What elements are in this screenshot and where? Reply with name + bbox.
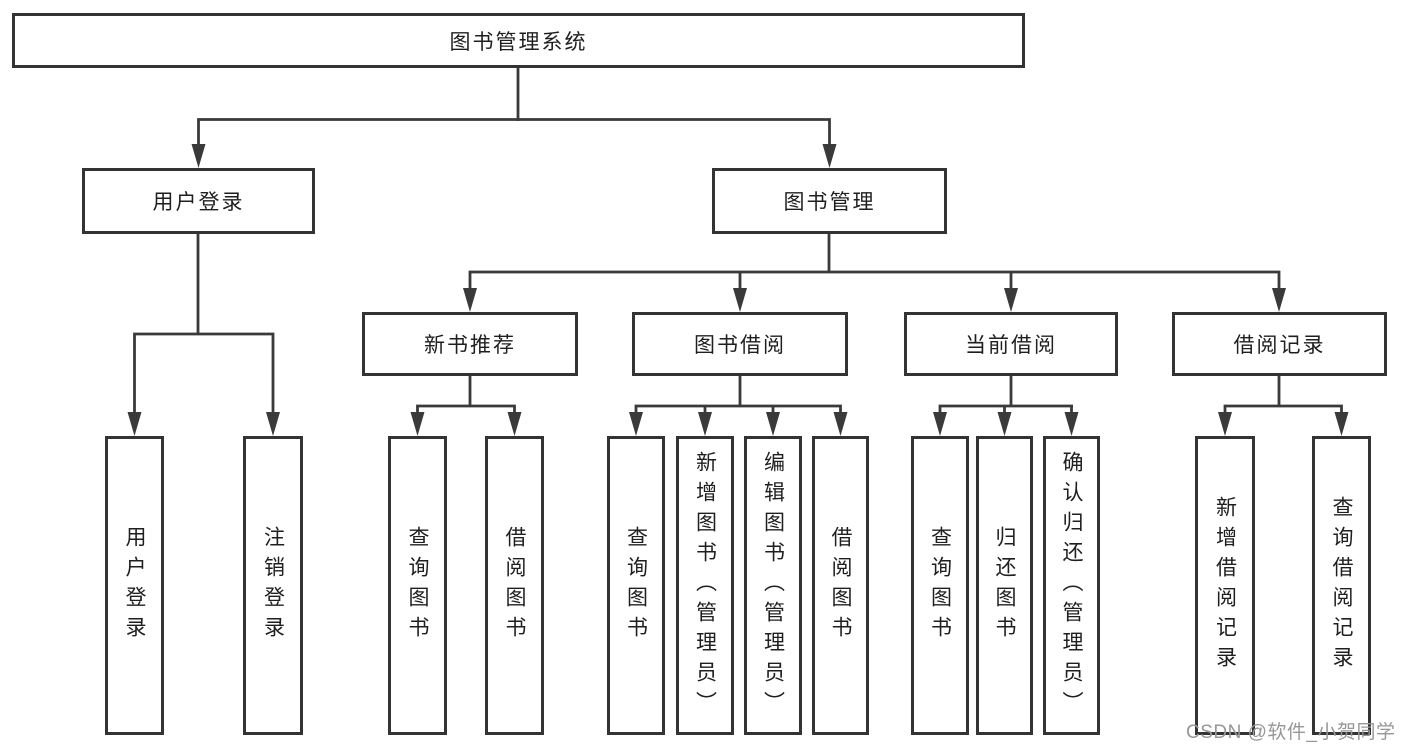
arrowhead [1218,412,1232,436]
node-leaf-user-login: 用户登录 [105,436,164,735]
node-label: 编辑图书（管理员） [761,450,785,721]
arrowhead [1004,288,1018,312]
arrowhead [766,412,780,436]
arrowhead [410,412,425,436]
arrowhead [833,412,848,436]
node-label: 新增借阅记录 [1213,495,1237,676]
connector-borrow-records-children [1218,375,1349,436]
node-leaf-borrow-books: 借阅图书 [812,436,869,735]
node-new-book-recommend: 新书推荐 [362,312,578,376]
node-leaf-edit-books-admin: 编辑图书（管理员） [744,436,802,735]
node-book-management: 图书管理 [712,168,947,234]
node-label: 借阅图书 [829,525,852,646]
node-label: 新增图书（管理员） [693,450,717,721]
connector-root-to-level1 [191,68,837,168]
node-label: 归还图书 [993,525,1016,646]
node-label: 新书推荐 [424,334,516,357]
arrowhead [1334,412,1349,436]
arrowhead [507,412,522,436]
arrowhead [933,412,947,436]
node-current-borrowing: 当前借阅 [904,312,1118,376]
node-label: 借阅图书 [503,525,526,646]
node-label: 确认归还（管理员） [1060,450,1083,721]
watermark-text: CSDN @软件_小贺同学 [1186,722,1396,743]
node-label: 查询图书 [624,525,648,646]
arrowhead [822,144,837,168]
connector-book-borrow-children [629,375,848,436]
node-leaf-confirm-return-admin: 确认归还（管理员） [1043,436,1100,735]
connector-current-borrow-children [933,375,1079,436]
node-book-borrowing: 图书借阅 [632,312,848,376]
node-label: 查询图书 [928,525,952,646]
node-leaf-query-books-borrowing: 查询图书 [607,436,665,735]
node-borrowing-records: 借阅记录 [1172,312,1387,376]
node-user-login: 用户登录 [82,168,315,234]
node-label: 当前借阅 [965,334,1057,357]
arrowhead [733,288,747,312]
node-library-system: 图书管理系统 [12,13,1025,68]
node-leaf-query-books-recommend: 查询图书 [388,436,447,735]
node-label: 用户登录 [123,525,146,646]
connector-user-login-children [127,233,280,436]
node-leaf-query-books-current: 查询图书 [911,436,969,735]
node-leaf-add-books-admin: 新增图书（管理员） [676,436,734,735]
node-leaf-add-borrow-record: 新增借阅记录 [1195,436,1255,735]
arrowhead [997,412,1012,436]
arrowhead [1064,412,1079,436]
node-leaf-return-books: 归还图书 [976,436,1033,735]
arrowhead [266,412,280,436]
node-label: 借阅记录 [1233,334,1326,357]
arrowhead [127,412,142,436]
node-label: 图书管理系统 [449,30,588,54]
node-leaf-query-borrow-record: 查询借阅记录 [1312,436,1371,735]
arrowhead [629,412,643,436]
node-label: 查询图书 [406,525,429,646]
arrowhead [191,144,206,168]
arrowhead [463,288,477,312]
node-label: 用户登录 [152,191,245,214]
arrowhead [698,412,712,436]
node-label: 图书管理 [783,191,876,214]
node-label: 图书借阅 [694,334,786,357]
node-leaf-logout: 注销登录 [243,436,303,735]
arrowhead [1272,288,1286,312]
connector-new-book-rec-children [410,375,522,436]
node-label: 查询借阅记录 [1330,495,1353,676]
node-leaf-borrow-books-recommend: 借阅图书 [485,436,544,735]
connector-book-mgmt-children [463,233,1286,312]
node-label: 注销登录 [261,525,285,646]
